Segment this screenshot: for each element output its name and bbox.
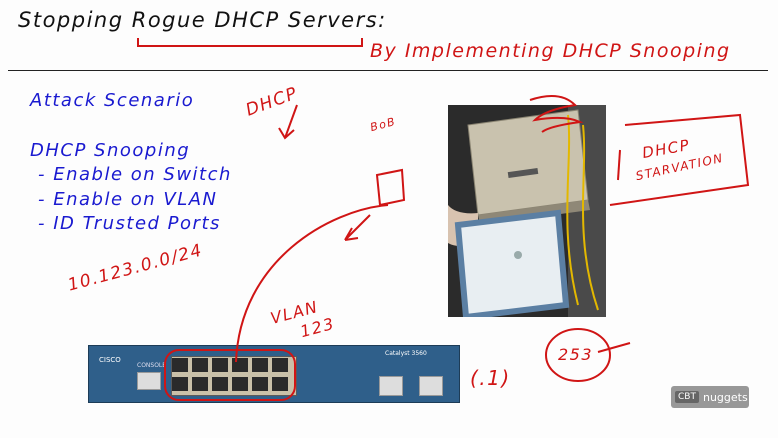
notes-heading-attack: Attack Scenario (30, 90, 195, 111)
switch-sfp-port (419, 376, 443, 396)
annotation-host-253: 253 (558, 345, 594, 364)
router-photo-art (448, 105, 606, 317)
notes-bullet-1: - Enable on Switch (38, 164, 232, 185)
notes-bullet-3: - ID Trusted Ports (38, 213, 221, 234)
notes-bullet-2: - Enable on VLAN (38, 189, 218, 210)
annotation-host-1: (.1) (470, 366, 511, 390)
cisco-switch-image: CISCO CONSOLE Catalyst 3560 (88, 345, 460, 403)
router-photo (448, 105, 606, 317)
scribble-mark (529, 95, 584, 133)
switch-console-label: CONSOLE (137, 362, 167, 369)
starvation-arrow (617, 149, 621, 181)
switch-brand: CISCO (99, 356, 121, 364)
host-arrow (597, 342, 631, 353)
bob-device (375, 168, 406, 207)
switch-uplink-port (379, 376, 403, 396)
bob-arrow (344, 214, 371, 241)
slide-subtitle: By Implementing DHCP Snooping (370, 40, 731, 62)
title-underline (137, 38, 363, 47)
logo-cbt: CBT (675, 391, 699, 403)
notes-heading-snooping: DHCP Snooping (30, 140, 191, 161)
title-divider (8, 70, 768, 71)
switch-console-port (137, 372, 161, 390)
starvation-box (609, 113, 750, 206)
bob-link (235, 204, 389, 363)
switch-model: Catalyst 3560 (385, 350, 427, 357)
logo-nuggets: nuggets (702, 390, 748, 404)
vlan-circle (164, 349, 296, 401)
cbt-nuggets-logo: CBT nuggets (671, 386, 749, 408)
slide-title: Stopping Rogue DHCP Servers: (18, 8, 387, 32)
dhcp-arrow (278, 104, 298, 140)
host-circle (545, 328, 611, 382)
switch-ports (172, 358, 288, 391)
